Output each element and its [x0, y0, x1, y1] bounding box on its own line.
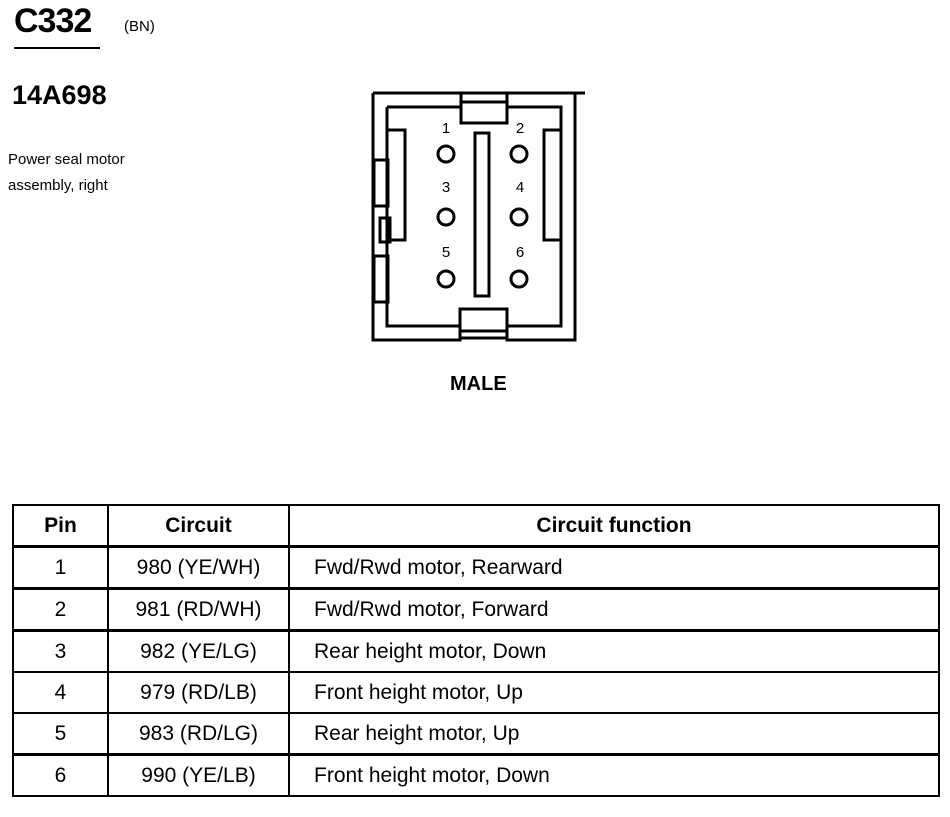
- header-circuit: Circuit: [107, 504, 290, 548]
- pin-3-socket: [436, 207, 456, 227]
- pin-4-socket: [509, 207, 529, 227]
- pin-label-2: 2: [516, 120, 524, 137]
- function-cell: Fwd/Rwd motor, Rearward: [288, 545, 940, 590]
- pin-label-1: 1: [442, 120, 450, 137]
- component-description: Power seal motor assembly, right: [8, 147, 208, 199]
- pin-6-socket: [509, 269, 529, 289]
- connector-face: 1 2 3 4 5 6: [371, 91, 585, 342]
- top-latch: [459, 91, 509, 125]
- bottom-latch: [458, 307, 509, 340]
- description-line: assembly, right: [8, 177, 108, 194]
- circuit-cell: 980 (YE/WH): [107, 545, 290, 590]
- pin-cell: 3: [12, 629, 109, 673]
- part-number: 14A698: [12, 80, 107, 110]
- side-tab-lower: [372, 254, 390, 304]
- pin-1-socket: [436, 144, 456, 164]
- table-row: 1 980 (YE/WH) Fwd/Rwd motor, Rearward: [12, 545, 940, 590]
- header-circuit-function: Circuit function: [288, 504, 940, 548]
- pin-circuit-table: Pin Circuit Circuit function 1 980 (YE/W…: [12, 504, 940, 797]
- description-line: Power seal motor: [8, 151, 125, 168]
- circuit-cell: 979 (RD/LB): [107, 671, 290, 714]
- table-row: 4 979 (RD/LB) Front height motor, Up: [12, 671, 940, 714]
- function-cell: Front height motor, Down: [288, 753, 940, 797]
- right-step-contour: [542, 107, 563, 242]
- table-row: 6 990 (YE/LB) Front height motor, Down: [12, 753, 940, 797]
- connector-id-underline: [14, 47, 100, 49]
- circuit-cell: 982 (YE/LG): [107, 629, 290, 673]
- pin-cell: 5: [12, 712, 109, 756]
- pin-label-6: 6: [516, 244, 524, 261]
- circuit-cell: 981 (RD/WH): [107, 587, 290, 632]
- table-header-row: Pin Circuit Circuit function: [12, 504, 940, 548]
- pin-cell: 6: [12, 753, 109, 797]
- function-cell: Rear height motor, Down: [288, 629, 940, 673]
- function-cell: Front height motor, Up: [288, 671, 940, 714]
- table-row: 2 981 (RD/WH) Fwd/Rwd motor, Forward: [12, 587, 940, 632]
- table-row: 5 983 (RD/LG) Rear height motor, Up: [12, 712, 940, 756]
- function-cell: Fwd/Rwd motor, Forward: [288, 587, 940, 632]
- circuit-cell: 983 (RD/LG): [107, 712, 290, 756]
- pin-label-5: 5: [442, 244, 450, 261]
- pin-cell: 4: [12, 671, 109, 714]
- circuit-cell: 990 (YE/LB): [107, 753, 290, 797]
- function-cell: Rear height motor, Up: [288, 712, 940, 756]
- header-pin: Pin: [12, 504, 109, 548]
- pin-label-4: 4: [516, 179, 524, 196]
- side-tab-middle: [378, 216, 392, 244]
- pin-2-socket: [509, 144, 529, 164]
- connector-color: (BN): [124, 18, 155, 35]
- pin-cell: 2: [12, 587, 109, 632]
- pin-5-socket: [436, 269, 456, 289]
- center-divider: [473, 131, 491, 298]
- table-row: 3 982 (YE/LG) Rear height motor, Down: [12, 629, 940, 673]
- connector-gender-label: MALE: [450, 373, 507, 395]
- side-tab-upper: [372, 158, 390, 208]
- pin-label-3: 3: [442, 179, 450, 196]
- connector-id: C332: [14, 2, 92, 40]
- left-step-contour: [387, 128, 407, 242]
- pin-cell: 1: [12, 545, 109, 590]
